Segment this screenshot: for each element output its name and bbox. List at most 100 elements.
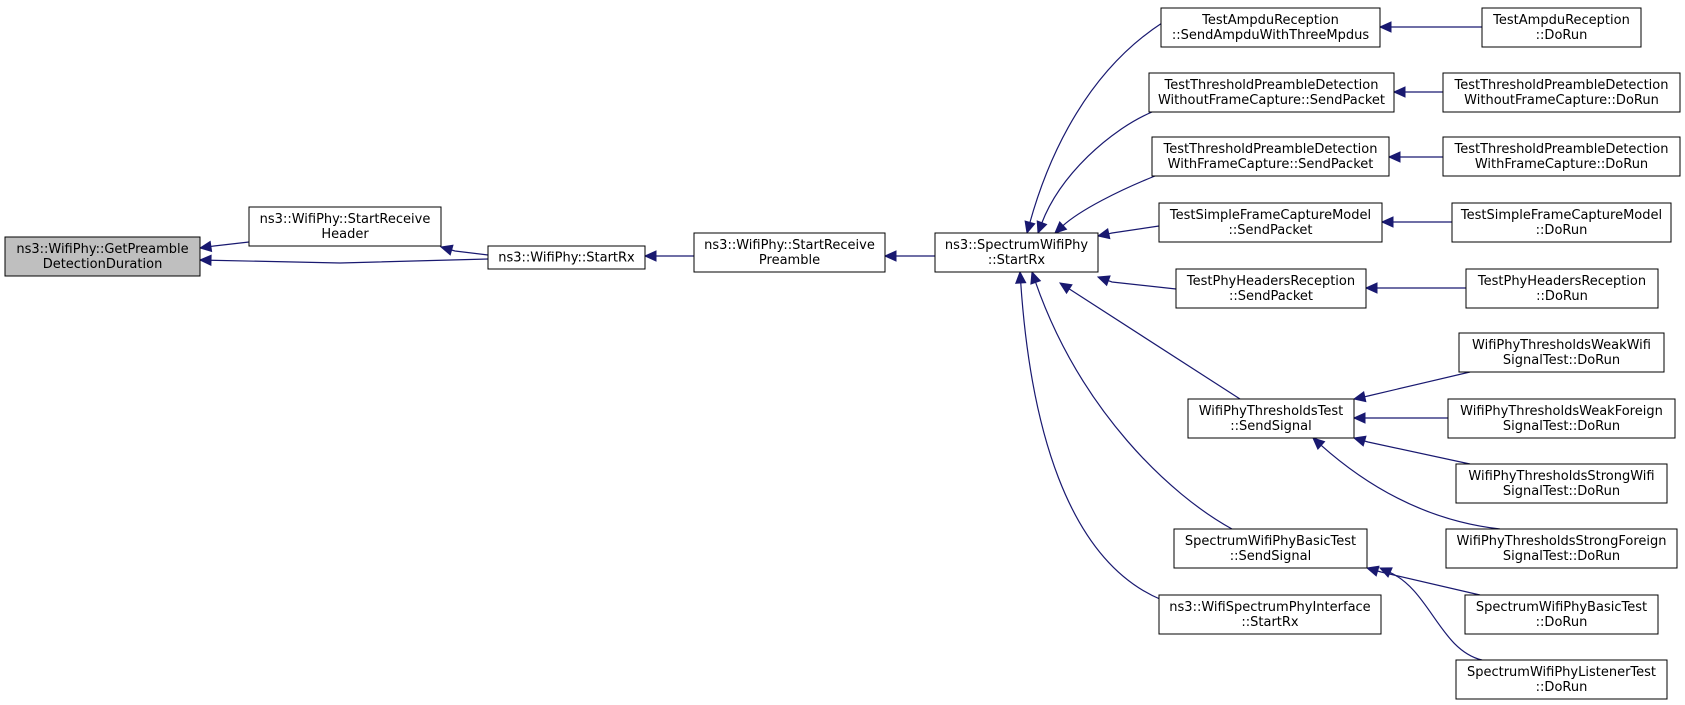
node-label-line: TestThresholdPreambleDetection [1454,78,1669,93]
node-label-line: WithoutFrameCapture::SendPacket [1158,93,1385,108]
node-label-line: ns3::SpectrumWifiPhy [945,238,1088,253]
edge-layer [198,21,1501,661]
node-box [1455,659,1668,700]
edge-line [1388,571,1483,661]
arrowhead [643,250,657,262]
node-box [1455,463,1668,504]
caller-function-node[interactable]: TestThresholdPreambleDetectionWithFrameC… [1151,136,1390,177]
edge-n20-to-n10 [1352,435,1471,465]
caller-function-node[interactable]: SpectrumWifiPhyBasicTest::SendSignal [1173,528,1368,569]
edge-line [1029,22,1163,224]
node-box [1151,136,1390,177]
caller-function-node[interactable]: WifiPhyThresholdsStrongForeignSignalTest… [1445,528,1678,569]
caller-function-node[interactable]: TestAmpduReception::SendAmpduWithThreeMp… [1160,7,1381,48]
node-box [1464,594,1659,635]
edge-n14-to-n6 [1392,86,1443,98]
node-box [1465,268,1659,309]
arrowhead [1024,220,1036,235]
arrowhead [883,250,897,262]
arrowhead [1054,220,1068,234]
arrowhead [1096,227,1111,240]
node-label-line: TestPhyHeadersReception [1186,274,1355,289]
node-box [1160,7,1381,48]
arrowhead [1378,567,1393,578]
node-box [1442,72,1681,113]
edge-n12-to-n4 [1015,270,1163,601]
node-label-line: Header [321,227,369,242]
node-label-line: TestSimpleFrameCaptureModel [1460,208,1662,223]
caller-function-node[interactable]: TestSimpleFrameCaptureModel::DoRun [1451,202,1672,243]
node-label-line: ::DoRun [1536,289,1588,304]
caller-function-node[interactable]: WifiPhyThresholdsTest::SendSignal [1187,398,1355,439]
edge-n4-to-n3 [883,250,935,262]
root-function-node[interactable]: ns3::WifiPhy::GetPreambleDetectionDurati… [4,236,201,277]
edge-line [450,249,489,256]
caller-function-node[interactable]: TestPhyHeadersReception::DoRun [1465,268,1659,309]
caller-function-node[interactable]: TestPhyHeadersReception::SendPacket [1175,268,1367,309]
node-label-line: Preamble [759,253,820,268]
edge-line [209,241,250,248]
caller-function-node[interactable]: TestThresholdPreambleDetectionWithoutFra… [1148,72,1395,113]
edge-n22-to-n11 [1365,565,1481,596]
node-label-line: TestPhyHeadersReception [1477,274,1646,289]
caller-function-node[interactable]: ns3::WifiSpectrumPhyInterface::StartRx [1158,594,1382,635]
node-label-line: SignalTest::DoRun [1503,353,1620,368]
node-label-line: TestAmpduReception [1492,13,1630,28]
edge-line [1363,371,1471,398]
caller-function-node[interactable]: TestSimpleFrameCaptureModel::SendPacket [1158,202,1383,243]
node-label-line: WithoutFrameCapture::DoRun [1464,93,1659,108]
arrowhead [1365,565,1380,577]
edge-n19-to-n10 [1352,412,1448,424]
caller-function-node[interactable]: SpectrumWifiPhyListenerTest::DoRun [1455,659,1668,700]
edge-n6-to-n4 [1036,111,1153,235]
node-box [1481,7,1642,48]
caller-function-node[interactable]: WifiPhyThresholdsWeakForeignSignalTest::… [1447,398,1676,439]
node-label-line: ns3::WifiPhy::StartRx [498,251,635,266]
arrowhead [1096,275,1111,287]
node-label-line: ::StartRx [988,253,1046,268]
node-box [1447,398,1676,439]
node-label-line: ns3::WifiPhy::GetPreamble [16,242,188,257]
caller-function-node[interactable]: WifiPhyThresholdsStrongWifiSignalTest::D… [1455,463,1668,504]
node-label-line: ::DoRun [1536,615,1588,630]
node-label-line: WifiPhyThresholdsWeakForeign [1460,404,1663,419]
node-layer: ns3::WifiPhy::GetPreambleDetectionDurati… [4,7,1681,700]
node-box [1158,594,1382,635]
arrowhead [1030,270,1042,285]
node-box [1187,398,1355,439]
node-box [1148,72,1395,113]
node-label-line: ns3::WifiPhy::StartReceive [704,238,875,253]
node-label-line: ::SendSignal [1230,419,1311,434]
caller-function-node[interactable]: ns3::WifiPhy::StartRx [487,245,646,270]
edge-n1-to-n0 [198,240,250,253]
node-label-line: ::SendSignal [1230,549,1311,564]
arrowhead [1387,151,1401,163]
arrowhead [1392,86,1406,98]
node-box [1175,268,1367,309]
node-label-line: SpectrumWifiPhyListenerTest [1467,665,1656,680]
node-label-line: TestThresholdPreambleDetection [1164,78,1379,93]
caller-function-node[interactable]: ns3::SpectrumWifiPhy::StartRx [934,232,1099,273]
node-box [248,206,442,247]
caller-function-node[interactable]: SpectrumWifiPhyBasicTest::DoRun [1464,594,1659,635]
node-label-line: TestSimpleFrameCaptureModel [1169,208,1371,223]
arrowhead [1312,437,1326,450]
edge-n18-to-n10 [1352,371,1471,403]
node-label-line: WifiPhyThresholdsStrongWifi [1468,469,1654,484]
node-box [1158,202,1383,243]
node-label-line: WifiPhyThresholdsWeakWifi [1472,338,1651,353]
caller-function-node[interactable]: WifiPhyThresholdsWeakWifiSignalTest::DoR… [1458,332,1665,373]
edge-line [1107,225,1160,235]
caller-function-node[interactable]: TestThresholdPreambleDetectionWithoutFra… [1442,72,1681,113]
arrowhead [1015,270,1027,284]
edge-line [1020,281,1163,601]
edge-line [1107,279,1177,290]
caller-function-node[interactable]: TestAmpduReception::DoRun [1481,7,1642,48]
node-label-line: ::StartRx [1241,615,1299,630]
node-box [934,232,1099,273]
node-box [1451,202,1672,243]
caller-function-node[interactable]: TestThresholdPreambleDetectionWithFrameC… [1442,136,1681,177]
